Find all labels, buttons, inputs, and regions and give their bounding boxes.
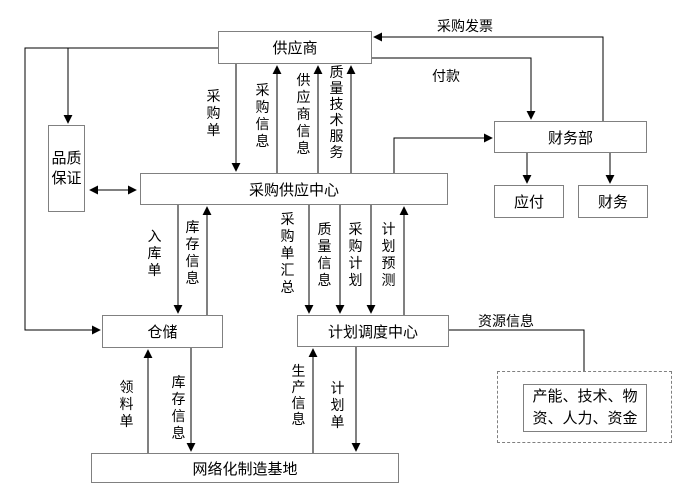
label-quality-tech-service: 质量技术服务 [329,64,344,160]
node-warehouse: 仓储 [102,315,223,348]
node-payable: 应付 [494,185,564,218]
label-resource-info: 资源信息 [478,313,534,329]
label-production-info: 生产信息 [291,363,306,427]
label-purchase-info: 采购信息 [255,82,270,149]
resources-line-2: 资、人力、资金 [532,410,638,427]
node-finance: 财务 [578,185,648,218]
label-purchase-invoice: 采购发票 [437,18,493,34]
label-purchase-plan: 采购计划 [348,221,363,288]
node-networked-manufacturing-base: 网络化制造基地 [91,453,399,483]
edge-procurement-to-finance-dept [393,133,493,173]
label-inbound-order: 入库单 [147,228,162,278]
edge-supplier-to-warehouse [24,47,218,335]
label-quality-info: 质量信息 [317,221,332,288]
edge-purchase-invoice [373,32,604,121]
node-quality-assurance: 品质保证 [48,125,85,212]
label-inventory-info-to-center: 库存信息 [185,219,200,286]
label-po-summary: 采购单汇总 [280,211,295,295]
node-planning-dispatch-center: 计划调度中心 [297,315,449,347]
label-material-requisition: 领料单 [119,379,134,429]
edge-resource-info [449,329,589,383]
node-supplier: 供应商 [218,31,372,64]
label-inventory-info-to-base: 库存信息 [171,374,186,441]
resources-line-1: 产能、技术、物 [532,388,638,405]
node-procurement-supply-center: 采购供应中心 [140,173,448,205]
label-purchase-order: 采购单 [206,88,221,138]
node-resources: 产能、技术、物 资、人力、资金 [523,384,647,432]
label-payment: 付款 [432,68,460,84]
label-plan-order: 计划单 [330,380,345,430]
label-supplier-info: 供应商信息 [296,72,311,156]
label-plan-forecast: 计划预测 [381,221,396,288]
edge-payment [372,57,536,120]
node-finance-dept: 财务部 [494,121,647,153]
